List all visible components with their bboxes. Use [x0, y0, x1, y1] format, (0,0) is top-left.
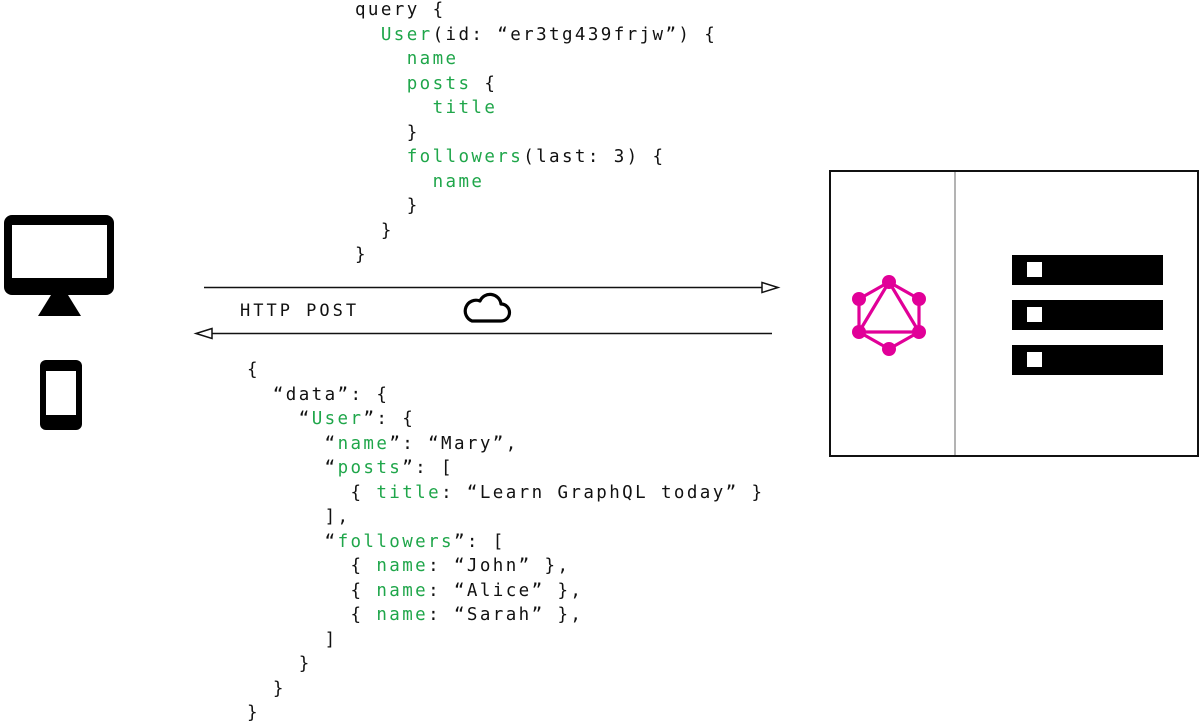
code-line: name — [355, 47, 717, 72]
code-token: “ — [324, 531, 338, 552]
code-field-token: followers — [337, 531, 454, 552]
code-token: : “Learn GraphQL today” } — [441, 482, 765, 503]
code-field-token: name — [337, 433, 390, 454]
code-token: } — [247, 703, 260, 723]
code-token: { — [350, 482, 377, 503]
code-line: “User”: { — [247, 407, 764, 432]
code-line: query { — [355, 0, 717, 23]
code-token: : “Alice” }, — [428, 580, 584, 601]
code-line: } — [355, 121, 717, 146]
cloud-icon — [463, 292, 512, 323]
code-line: } — [247, 652, 764, 677]
code-token: } — [380, 220, 394, 241]
code-line: } — [355, 243, 717, 268]
code-field-token: name — [376, 556, 429, 576]
code-line: { name: “John” }, — [247, 554, 764, 579]
code-field-token: User — [380, 24, 433, 45]
code-line: “posts”: [ — [247, 456, 764, 481]
server-led-icon — [1027, 352, 1042, 367]
code-field-token: followers — [406, 147, 524, 167]
code-field-token: posts — [337, 458, 403, 478]
code-line: { name: “Alice” }, — [247, 579, 764, 604]
code-line: } — [247, 701, 764, 726]
code-field-token: name — [432, 171, 485, 192]
code-field-token: name — [406, 49, 459, 69]
code-field-token: name — [376, 580, 429, 601]
code-token: { — [471, 73, 498, 94]
code-token: } — [272, 678, 286, 699]
code-token: (id: “er3tg439frjw”) { — [432, 24, 718, 45]
code-token: ] — [324, 629, 338, 650]
code-token: { — [350, 556, 377, 576]
code-line: posts { — [355, 72, 717, 97]
code-token: } — [406, 196, 420, 216]
graphql-server — [829, 170, 1199, 457]
graphql-query-code: query { User(id: “er3tg439frjw”) { name … — [355, 0, 717, 268]
server-led-icon — [1027, 307, 1042, 322]
code-token: } — [298, 654, 312, 674]
server-led-icon — [1027, 262, 1042, 277]
code-token: “ — [324, 458, 338, 478]
desktop-monitor-icon — [4, 215, 114, 316]
code-line: } — [355, 219, 717, 244]
http-method-label: HTTP POST — [240, 301, 360, 321]
code-token: “data”: { — [272, 384, 390, 405]
code-line: title — [355, 96, 717, 121]
code-token: “ — [298, 409, 312, 429]
code-field-token: name — [376, 605, 429, 625]
response-arrow — [193, 327, 772, 340]
code-token: } — [355, 245, 368, 265]
code-line: followers(last: 3) { — [355, 145, 717, 170]
code-token: (last: 3) { — [523, 147, 666, 167]
code-token: } — [406, 122, 420, 143]
code-token: { — [350, 580, 377, 601]
code-line: } — [355, 194, 717, 219]
code-token: : “Sarah” }, — [428, 605, 584, 625]
code-line: “followers”: [ — [247, 530, 764, 555]
graphql-logo-icon — [852, 275, 926, 356]
code-line: { name: “Sarah” }, — [247, 603, 764, 628]
code-line: } — [247, 677, 764, 702]
code-token: ”: [ — [454, 531, 506, 552]
code-line: “name”: “Mary”, — [247, 432, 764, 457]
code-token: query { — [355, 0, 446, 20]
code-token: “ — [324, 433, 338, 454]
code-token: ”: { — [363, 409, 416, 429]
server-rack-unit — [1012, 345, 1163, 375]
code-token: ”: [ — [402, 458, 454, 478]
code-token: ”: “Mary”, — [389, 433, 519, 454]
server-divider — [954, 172, 956, 455]
code-field-token: title — [376, 482, 442, 503]
smartphone-icon — [40, 360, 82, 430]
code-field-token: posts — [406, 73, 472, 94]
code-line: { — [247, 358, 764, 383]
code-field-token: User — [311, 409, 364, 429]
code-line: “data”: { — [247, 383, 764, 408]
code-line: ] — [247, 628, 764, 653]
code-field-token: title — [432, 98, 498, 118]
server-rack-unit — [1012, 300, 1163, 330]
server-rack-unit — [1012, 255, 1163, 285]
graphql-response-code: { “data”: { “User”: { “name”: “Mary”, “p… — [247, 358, 764, 726]
code-token: ], — [324, 507, 351, 527]
code-token: { — [350, 605, 377, 625]
code-line: { title: “Learn GraphQL today” } — [247, 481, 764, 506]
code-token: { — [247, 360, 260, 380]
code-line: ], — [247, 505, 764, 530]
code-line: name — [355, 170, 717, 195]
code-line: User(id: “er3tg439frjw”) { — [355, 23, 717, 48]
code-token: : “John” }, — [428, 556, 571, 576]
